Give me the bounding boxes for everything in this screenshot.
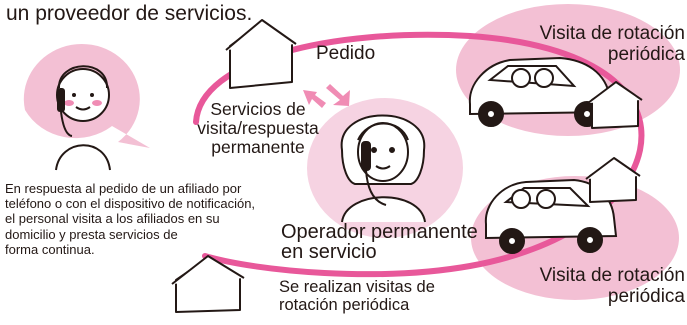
house-right-lower [585,157,641,203]
intro-text: un proveedor de servicios. [6,2,253,25]
rotation-visit-label-top: Visita de rotación periódica [539,23,685,65]
response-description: En respuesta al pedido de un afiliado po… [5,181,256,257]
central-house [225,19,297,89]
order-label: Pedido [316,43,376,64]
operator-woman [340,114,426,223]
order-arrows [303,84,350,108]
services-label: Servicios de visita/respuesta permanente [197,99,319,157]
service-ring [193,31,645,278]
bottom-car [484,178,618,254]
grandmother-bubble [23,44,151,171]
operator-label: Operador permanente en servicio [281,221,478,263]
house-bottom-left [171,255,245,313]
periodic-visits-label: Se realizan visitas de rotación periódic… [279,278,435,314]
house-right-upper [587,81,643,129]
rotation-visit-label-bottom: Visita de rotación periódica [539,265,685,307]
